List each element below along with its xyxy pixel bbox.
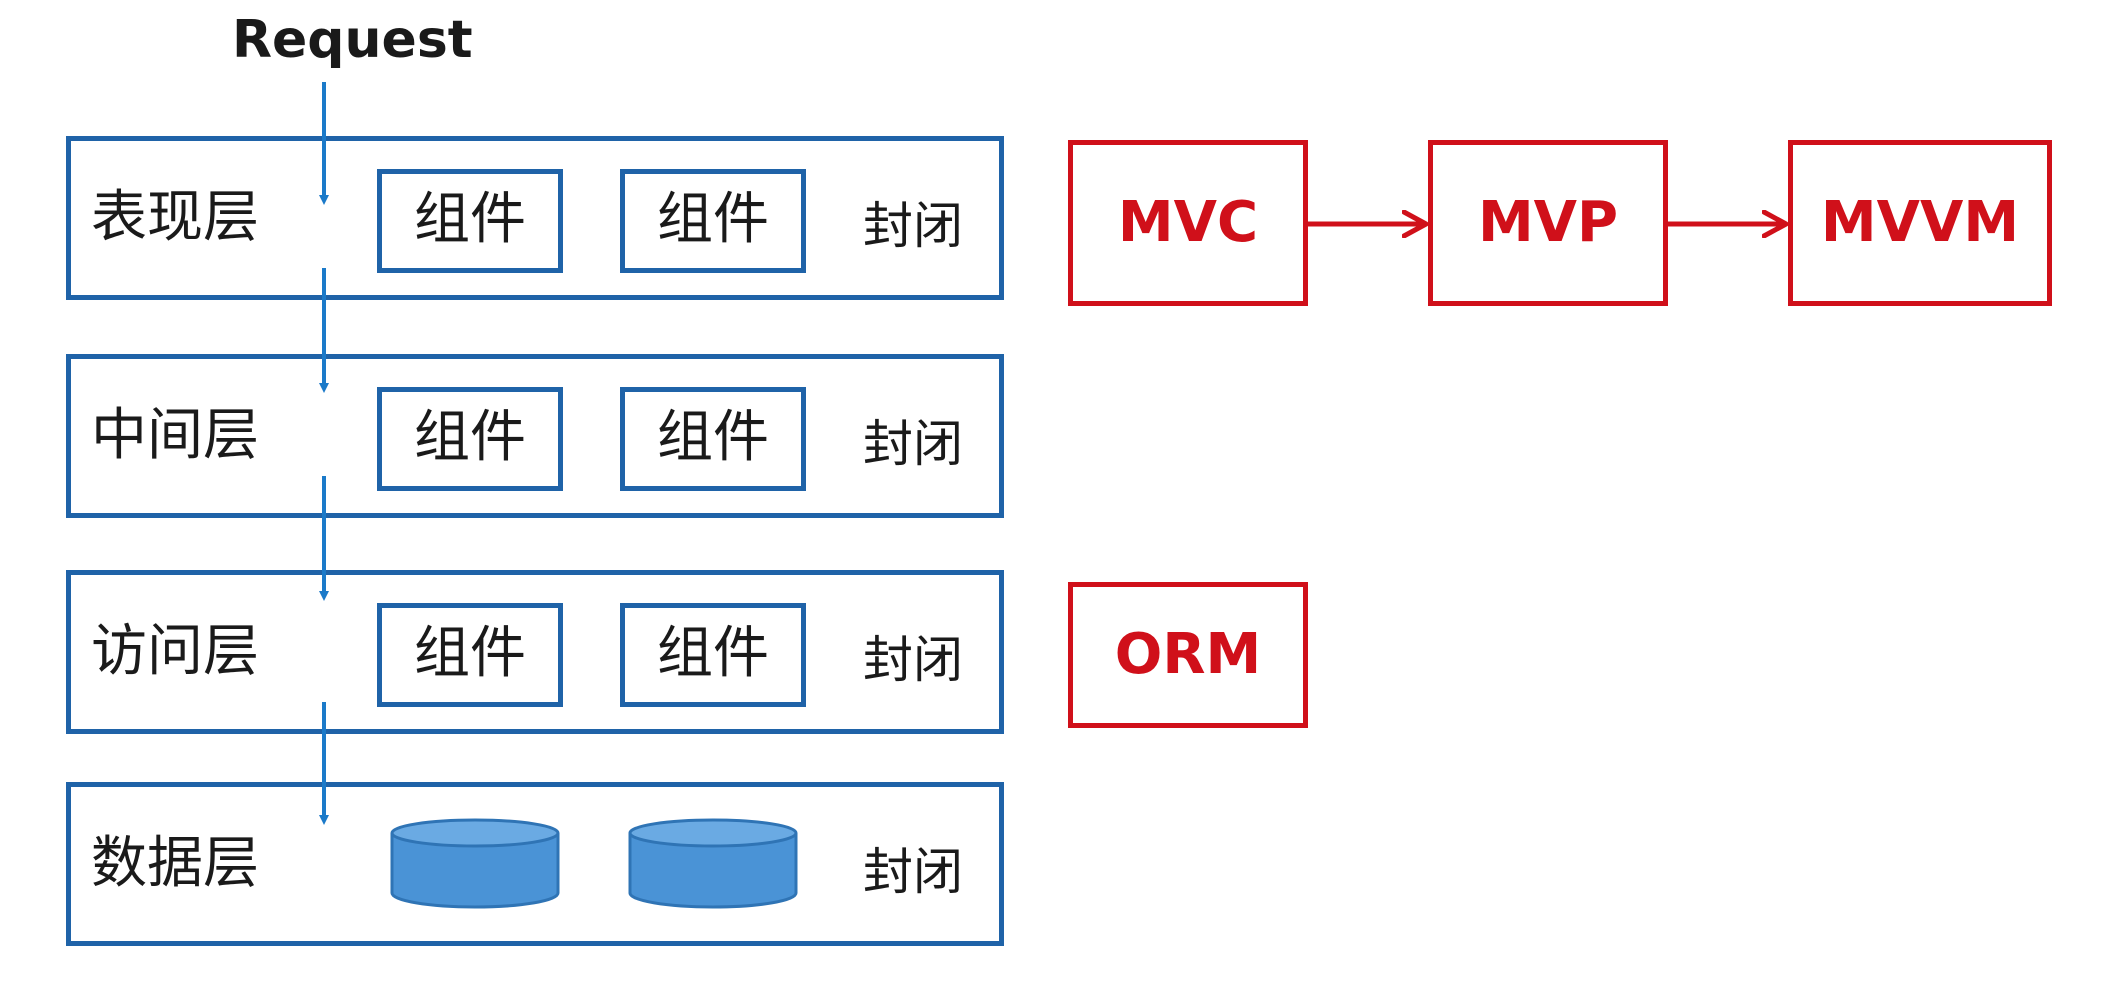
layer-data: 数据层 封闭 — [66, 782, 1004, 946]
layer-name: 中间层 — [91, 403, 259, 468]
layer-name: 数据层 — [91, 831, 259, 896]
component-box: 组件 — [377, 603, 563, 707]
layer-closed-label: 封闭 — [863, 843, 963, 901]
database-icon — [390, 818, 560, 909]
request-label: Request — [232, 10, 473, 70]
component-box: 组件 — [620, 603, 806, 707]
component-box: 组件 — [620, 169, 806, 273]
layer-closed-label: 封闭 — [863, 415, 963, 473]
pattern-box-mvc: MVC — [1068, 140, 1308, 306]
layer-middle: 中间层 组件 组件 封闭 — [66, 354, 1004, 518]
layer-access: 访问层 组件 组件 封闭 — [66, 570, 1004, 734]
pattern-box-mvp: MVP — [1428, 140, 1668, 306]
pattern-box-mvvm: MVVM — [1788, 140, 2052, 306]
pattern-box-orm: ORM — [1068, 582, 1308, 728]
layer-closed-label: 封闭 — [863, 631, 963, 689]
component-box: 组件 — [377, 169, 563, 273]
component-box: 组件 — [620, 387, 806, 491]
component-box: 组件 — [377, 387, 563, 491]
layer-name: 访问层 — [91, 619, 259, 684]
database-icon — [628, 818, 798, 909]
layer-name: 表现层 — [91, 185, 259, 250]
layer-presentation: 表现层 组件 组件 封闭 — [66, 136, 1004, 300]
layer-closed-label: 封闭 — [863, 197, 963, 255]
